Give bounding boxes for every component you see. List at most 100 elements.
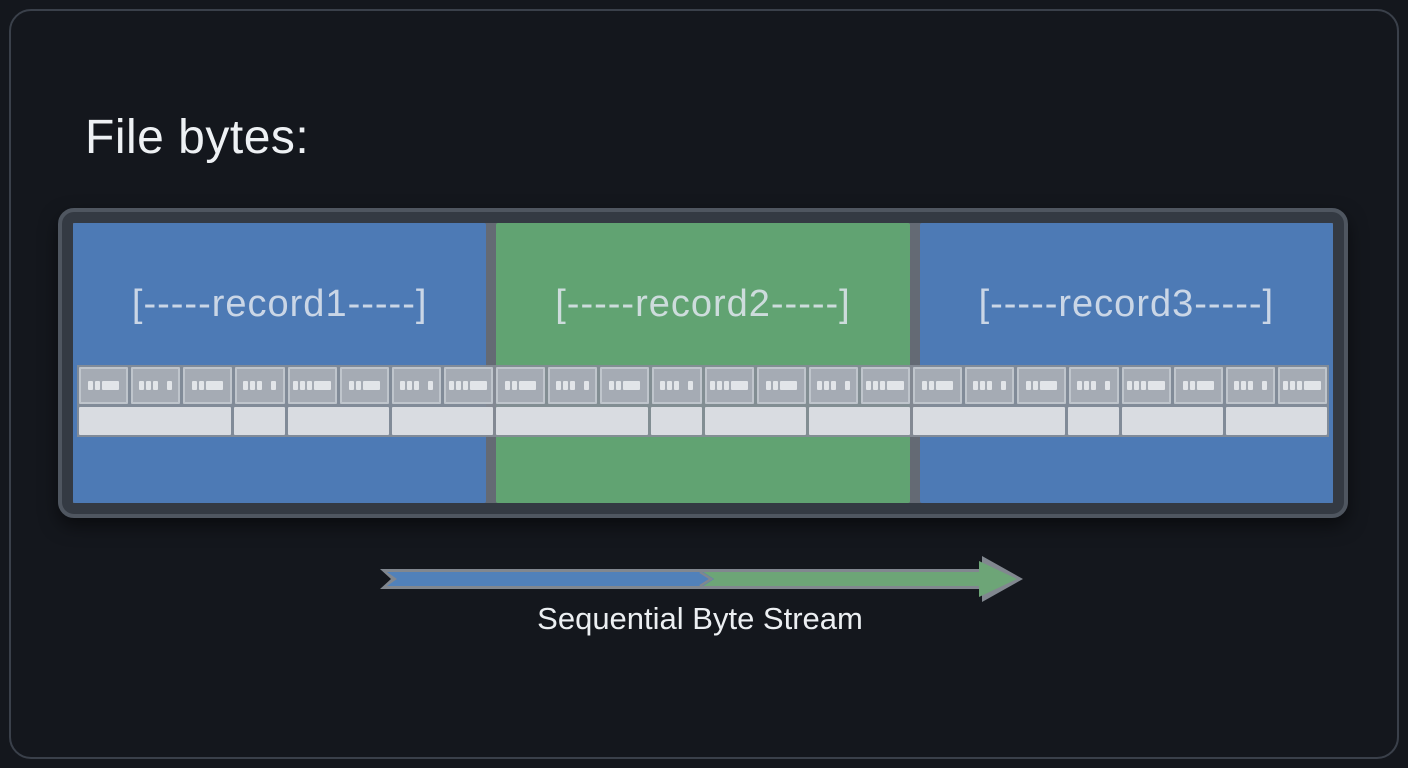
byte-glyph-block — [1182, 381, 1188, 390]
byte-segment — [79, 407, 231, 435]
byte-segment — [808, 407, 910, 435]
byte-cell — [652, 367, 702, 404]
byte-glyph-block — [616, 381, 622, 390]
byte-glyph-block — [1141, 381, 1147, 390]
byte-glyph-block — [153, 381, 159, 390]
byte-cell — [1277, 367, 1327, 404]
byte-cell — [1017, 367, 1067, 404]
byte-glyph-block — [823, 381, 829, 390]
byte-glyph-block — [609, 381, 615, 390]
byte-glyph-block — [584, 381, 590, 390]
byte-segment — [233, 407, 285, 435]
arrow-junction-chevron — [699, 570, 714, 588]
byte-glyph-block — [866, 381, 872, 390]
record-segment-1: [-----record1-----] — [73, 223, 487, 503]
byte-segment — [1067, 407, 1119, 435]
byte-segment — [287, 407, 389, 435]
byte-glyph-block — [765, 381, 771, 390]
records-row: [-----record1-----] [-----record2-----] … — [73, 223, 1333, 503]
byte-glyph-block — [463, 381, 469, 390]
byte-cell — [1121, 367, 1171, 404]
byte-glyph-block — [456, 381, 462, 390]
byte-glyph-block — [731, 381, 749, 390]
byte-glyph-block — [688, 381, 694, 390]
byte-glyph-block — [505, 381, 511, 390]
byte-segment — [1225, 407, 1327, 435]
byte-glyph-block — [623, 381, 641, 390]
arrow-label: Sequential Byte Stream — [537, 601, 863, 636]
arrow-green-half — [703, 561, 1017, 597]
byte-glyph-block — [887, 381, 905, 390]
byte-glyph-block — [399, 381, 405, 390]
file-bytes-container: [-----record1-----] [-----record2-----] … — [58, 208, 1348, 518]
byte-cell — [808, 367, 858, 404]
byte-cell — [183, 367, 233, 404]
byte-glyph-block — [470, 381, 488, 390]
byte-glyph-block — [816, 381, 822, 390]
byte-cell — [287, 367, 337, 404]
byte-segment — [1121, 407, 1223, 435]
arrow-blue-half — [387, 572, 714, 586]
byte-glyph-block — [271, 381, 277, 390]
byte-glyph-block — [257, 381, 263, 390]
byte-glyph-block — [1233, 381, 1239, 390]
byte-glyph-block — [570, 381, 576, 390]
byte-glyph-block — [724, 381, 730, 390]
byte-glyph-block — [293, 381, 299, 390]
byte-glyph-block — [779, 381, 797, 390]
byte-glyph-block — [674, 381, 680, 390]
record-2-label: [-----record2-----] — [555, 283, 851, 325]
byte-cell — [235, 367, 285, 404]
byte-glyph-block — [1283, 381, 1289, 390]
byte-cell — [443, 367, 493, 404]
byte-glyph-block — [449, 381, 455, 390]
byte-glyph-block — [1304, 381, 1322, 390]
byte-cell — [548, 367, 598, 404]
byte-cell — [756, 367, 806, 404]
byte-segments-row — [79, 407, 1327, 435]
byte-cell — [1069, 367, 1119, 404]
byte-glyph-block — [922, 381, 928, 390]
byte-cell — [1225, 367, 1275, 404]
page-title: File bytes: — [85, 111, 310, 164]
byte-glyph-block — [1148, 381, 1166, 390]
byte-glyph-block — [314, 381, 332, 390]
byte-glyph-block — [362, 381, 380, 390]
record-segment-2: [-----record2-----] — [496, 223, 910, 503]
byte-cell — [704, 367, 754, 404]
byte-segment — [650, 407, 702, 435]
byte-cell — [965, 367, 1015, 404]
byte-glyph-block — [1290, 381, 1296, 390]
byte-segment — [704, 407, 806, 435]
byte-cell — [131, 367, 181, 404]
byte-glyph-block — [146, 381, 152, 390]
byte-glyph-block — [1001, 381, 1007, 390]
byte-glyph-block — [307, 381, 313, 390]
byte-glyph-block — [563, 381, 569, 390]
byte-cell — [339, 367, 389, 404]
byte-cell — [860, 367, 910, 404]
byte-glyph-block — [1189, 381, 1195, 390]
byte-glyph-block — [519, 381, 537, 390]
byte-glyph-block — [929, 381, 935, 390]
byte-glyph-block — [413, 381, 419, 390]
byte-glyph-block — [192, 381, 198, 390]
sequential-stream-arrow — [380, 556, 1023, 602]
byte-glyph-block — [980, 381, 986, 390]
byte-glyph-block — [102, 381, 120, 390]
byte-glyph-block — [250, 381, 256, 390]
byte-segment — [391, 407, 493, 435]
byte-glyph-block — [427, 381, 433, 390]
byte-glyph-block — [1105, 381, 1111, 390]
byte-glyph-block — [1127, 381, 1133, 390]
byte-glyph-block — [830, 381, 836, 390]
byte-glyph-block — [512, 381, 518, 390]
byte-cell — [79, 367, 129, 404]
byte-cell — [391, 367, 441, 404]
byte-glyph-block — [1077, 381, 1083, 390]
byte-glyph-block — [667, 381, 673, 390]
byte-segment — [496, 407, 648, 435]
byte-glyph-block — [406, 381, 412, 390]
byte-glyph-block — [880, 381, 886, 390]
